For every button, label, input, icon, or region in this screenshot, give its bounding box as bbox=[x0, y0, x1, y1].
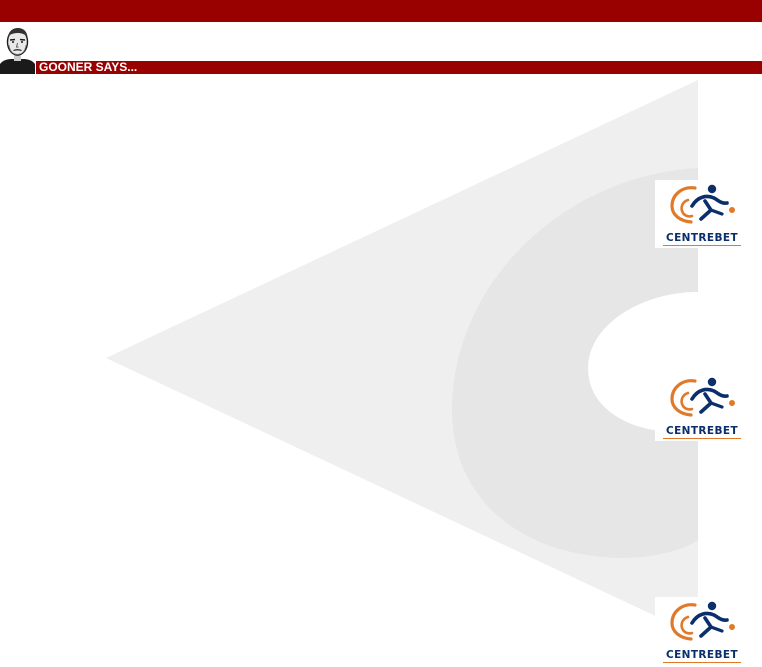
ad-banner[interactable]: CENTREBET bbox=[655, 597, 749, 665]
centrebet-logo-icon bbox=[670, 184, 735, 224]
top-header-bar bbox=[0, 0, 762, 22]
avatar bbox=[0, 26, 35, 74]
ad-banner[interactable]: CENTREBET bbox=[655, 180, 749, 248]
ad-underline bbox=[663, 662, 741, 663]
ad-label: CENTREBET bbox=[665, 425, 739, 437]
ad-label: CENTREBET bbox=[665, 649, 739, 661]
centrebet-logo-icon bbox=[670, 377, 735, 417]
section-title: GOONER SAYS... bbox=[36, 61, 762, 74]
ad-underline bbox=[663, 245, 741, 246]
ad-underline bbox=[663, 438, 741, 439]
ad-label: CENTREBET bbox=[665, 232, 739, 244]
ad-banner[interactable]: CENTREBET bbox=[655, 373, 749, 441]
centrebet-logo-icon bbox=[670, 601, 735, 641]
